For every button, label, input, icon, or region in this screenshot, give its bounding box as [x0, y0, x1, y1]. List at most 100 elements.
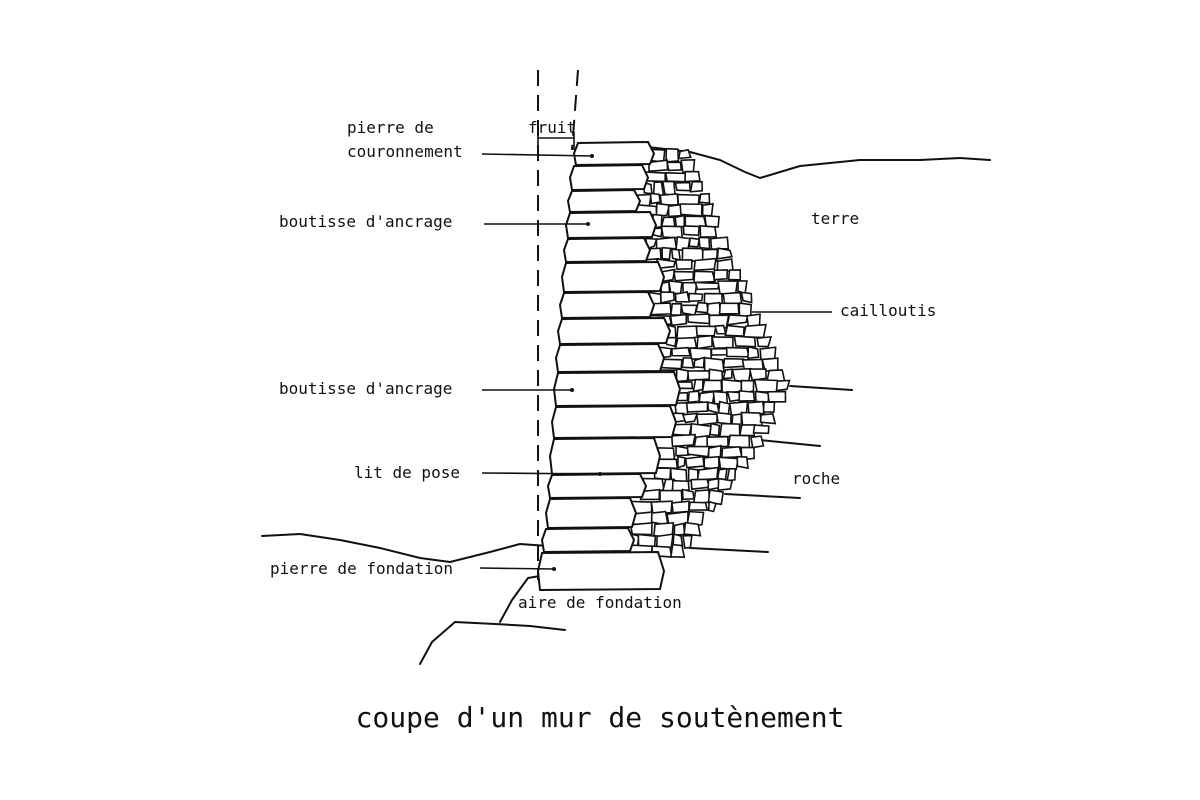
label-pierre-fondation: pierre de fondation [270, 559, 454, 578]
rubble-pebble [710, 347, 729, 356]
rubble-pebble [738, 424, 756, 437]
rubble-pebble [693, 356, 706, 369]
rubble-pebble [670, 248, 682, 262]
rubble-pebble [688, 501, 709, 511]
rubble-pebble [715, 411, 732, 425]
label-boutisse-ancrage-top: boutisse d'ancrage [279, 212, 453, 231]
rubble-pebble [759, 413, 777, 425]
rubble-pebble [707, 500, 717, 513]
rubble-pebble [689, 180, 704, 193]
foundation-excavation-line [499, 575, 541, 623]
rubble-pebble [674, 291, 691, 303]
rubble-pebble [703, 214, 720, 228]
rubble-pebble [752, 424, 770, 435]
rubble-pebble [685, 401, 709, 413]
rubble-pebble [725, 346, 751, 358]
rubble-pebble [738, 390, 756, 402]
rubble-pebble [693, 270, 717, 284]
rubble-pebble [762, 401, 776, 413]
wall-stone [536, 550, 666, 592]
rubble-pebble [727, 434, 751, 449]
leader-pierre-couronnement [481, 153, 593, 157]
rubble-pebble [695, 413, 719, 427]
rubble-pebble [673, 270, 695, 282]
rubble-pebble [684, 170, 701, 183]
label-roche: roche [792, 469, 841, 488]
label-lit-de-pose: lit de pose [354, 463, 460, 482]
rubble-pebble [706, 435, 729, 448]
rubble-pebble [698, 192, 711, 205]
rubble-pebble [695, 325, 717, 337]
rubble-pebble [681, 488, 696, 501]
rubble-pebble [699, 224, 718, 238]
rubble-pebble [707, 489, 725, 506]
label-fruit: fruit [528, 118, 577, 137]
rubble-pebble [740, 291, 753, 304]
rubble-pebble [718, 456, 740, 471]
rubble-pebble [686, 445, 711, 458]
rock-stratum-line [789, 385, 853, 391]
rubble-pebble [671, 500, 690, 514]
rubble-pebble [709, 236, 730, 250]
rubble-pebble [682, 225, 701, 237]
rubble-pebble [675, 367, 690, 383]
rubble-pebble [740, 379, 755, 395]
batter-reference-line [571, 69, 579, 151]
rubble-pebble [655, 533, 674, 549]
rubble-pebble [724, 324, 745, 337]
label-cailloutis: cailloutis [840, 301, 937, 320]
rubble-pebble [670, 543, 686, 558]
rubble-pebble [677, 148, 692, 160]
rubble-pebble [727, 269, 742, 281]
rubble-pebble [687, 390, 701, 404]
rubble-pebble [726, 390, 741, 403]
wall-stone [544, 496, 638, 530]
rubble-pebble [726, 467, 737, 482]
wall-stone [552, 370, 682, 408]
rubble-pebble [714, 324, 727, 335]
label-boutisse-ancrage-mid: boutisse d'ancrage [279, 379, 453, 398]
foundation-excavation-line [419, 621, 566, 665]
wall-stone [572, 140, 656, 167]
rubble-pebble [680, 304, 698, 316]
rubble-pebble [690, 478, 711, 491]
leader-lines [479, 153, 832, 571]
rubble-pebble [688, 237, 701, 248]
rubble-pebble [701, 202, 714, 217]
rubble-pebble [650, 500, 673, 514]
rubble-pebble [706, 401, 721, 415]
front-ground-line [261, 533, 549, 563]
rubble-pebble [679, 203, 703, 217]
wall-stone [546, 472, 648, 500]
rubble-pebble [674, 181, 692, 192]
rubble-pebble [661, 246, 672, 260]
rubble-pebble [747, 345, 760, 360]
rubble-pebble [670, 346, 692, 357]
wall-stone [562, 236, 652, 264]
leader-pierre-fondation [479, 567, 555, 570]
label-pierre-couronnement: pierre de couronnement [347, 118, 463, 161]
rubble-pebble [717, 477, 734, 492]
wall-stone [558, 290, 656, 320]
rubble-pebble [655, 202, 671, 217]
rubble-pebble [753, 378, 779, 394]
rubble-pebble [698, 236, 711, 250]
wall-stone [560, 260, 666, 294]
rubble-pebble [750, 435, 765, 449]
rubble-pebble [659, 291, 676, 304]
rubble-pebble [665, 147, 680, 163]
rubble-pebble [693, 257, 717, 272]
rubble-pebble [696, 334, 713, 350]
rubble-pebble [720, 446, 743, 459]
rubble-pebble [666, 161, 683, 172]
rock-stratum-line [689, 547, 769, 553]
rubble-pebble [649, 192, 662, 205]
rubble-pebble [756, 335, 773, 348]
rubble-pebble [695, 301, 710, 314]
rubble-pebble [687, 313, 711, 325]
rubble-pebble [775, 379, 791, 392]
fruit-dimension [537, 132, 575, 150]
rubble-pebble [711, 336, 734, 350]
rubble-pebble [683, 521, 702, 537]
rubble-pebble [681, 357, 695, 369]
